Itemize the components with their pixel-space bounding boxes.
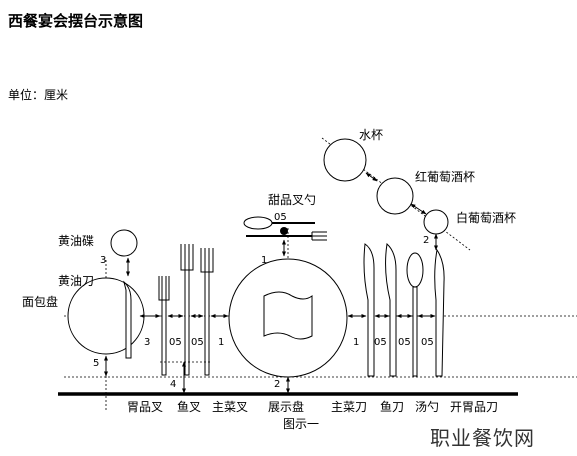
butter-dish — [110, 229, 138, 257]
label-appetizer-fork: 胃品叉 — [127, 400, 164, 414]
fish-fork — [180, 244, 194, 376]
dim-dessert-to-plate: 1 — [261, 255, 268, 266]
dim-knife-gap-3: 05 — [421, 337, 434, 348]
dim-fork-gap-2: 05 — [191, 337, 204, 348]
label-white-wine-glass: 白葡萄酒杯 — [456, 211, 517, 225]
red-wine-glass — [376, 177, 414, 215]
label-dessert-fork-spoon: 甜品叉勺 — [268, 193, 317, 207]
dim-knife-gap-2: 05 — [398, 337, 411, 348]
watermark: 职业餐饮网 — [430, 426, 535, 450]
label-show-plate: 展示盘 — [268, 400, 305, 414]
main-fork — [200, 248, 214, 376]
label-butter-knife: 黄油刀 — [58, 274, 95, 288]
dim-knife-gap-1: 05 — [374, 337, 387, 348]
show-plate-napkin — [263, 291, 313, 340]
label-butter-dish: 黄油碟 — [58, 234, 95, 248]
dessert-spoon-bowl — [243, 216, 273, 230]
dim-glass-gap: 2 — [423, 235, 430, 246]
soup-spoon — [406, 252, 424, 377]
main-knife — [363, 243, 375, 377]
unit-note: 单位：厘米 — [8, 88, 69, 102]
dim-fork-above-edge: 4 — [170, 379, 177, 390]
glass-arrow-1 — [365, 172, 378, 182]
dim-plate-to-knife: 1 — [353, 337, 360, 348]
label-soup-spoon: 汤勺 — [415, 400, 440, 414]
bread-plate — [67, 277, 145, 355]
dim-bread-to-fork: 3 — [144, 337, 151, 348]
label-water-glass: 水杯 — [359, 128, 384, 142]
white-wine-glass — [423, 209, 449, 235]
label-fish-fork: 鱼叉 — [177, 400, 202, 414]
dim-butter-dish-above: 3 — [100, 255, 107, 266]
label-bread-plate: 面包盘 — [22, 295, 59, 309]
dim-bread-plate-above-edge: 5 — [93, 358, 100, 369]
appetizer-fork — [158, 276, 170, 376]
label-main-knife: 主菜刀 — [331, 400, 368, 414]
label-appetizer-knife: 开胃品刀 — [450, 400, 499, 414]
dessert-fork-tines — [311, 231, 327, 241]
figure-caption: 图示一 — [283, 417, 320, 431]
label-main-fork: 主菜叉 — [212, 400, 249, 414]
appetizer-knife — [434, 248, 445, 377]
dessert-marker — [280, 227, 288, 235]
dim-fork-to-plate: 1 — [218, 337, 225, 348]
glass-arrow-2 — [410, 203, 427, 215]
dim-dessert-gap: 05 — [274, 212, 287, 223]
water-glass — [323, 138, 367, 182]
label-red-wine-glass: 红葡萄酒杯 — [415, 170, 476, 184]
fish-knife — [385, 243, 397, 377]
dim-fork-gap-1: 05 — [169, 337, 182, 348]
label-fish-knife: 鱼刀 — [380, 400, 405, 414]
butter-knife — [123, 280, 132, 359]
dim-plate-above-edge: 2 — [274, 379, 281, 390]
page-title: 西餐宴会摆台示意图 — [8, 12, 144, 30]
